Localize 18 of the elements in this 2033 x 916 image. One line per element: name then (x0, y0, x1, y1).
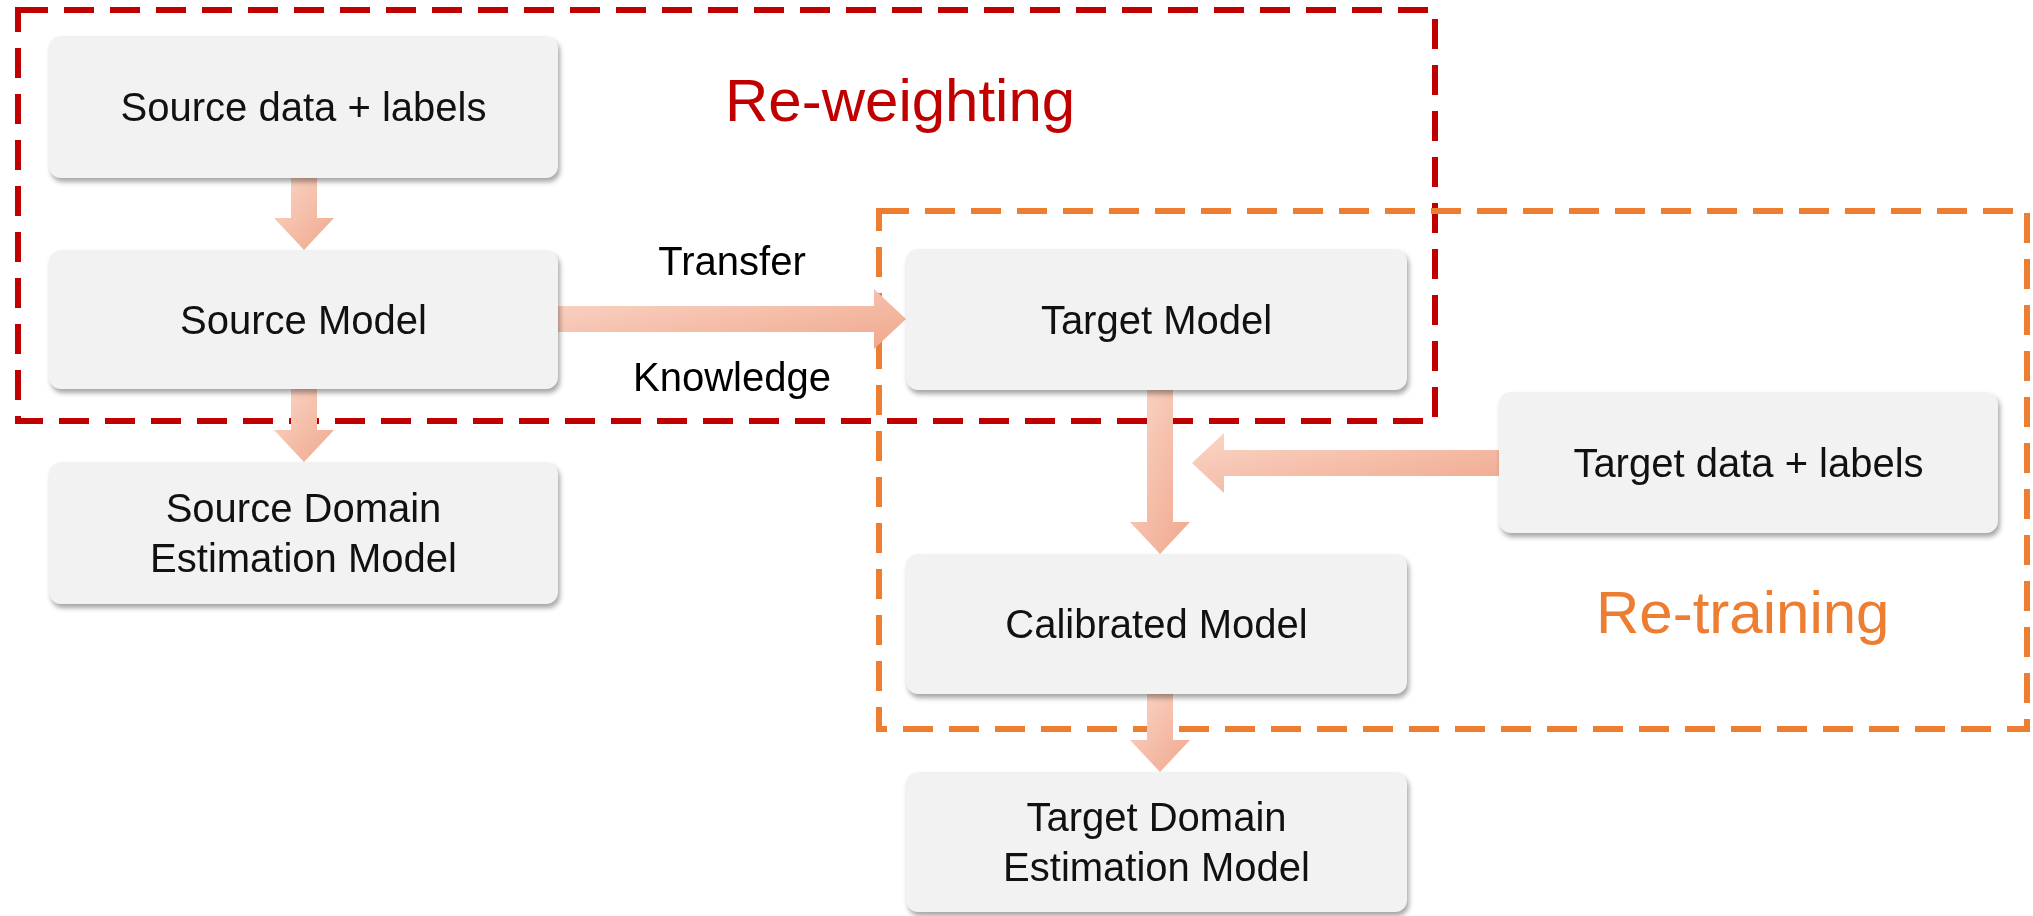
group-title: Re-training (1596, 578, 1890, 647)
block-arrow (274, 178, 334, 250)
process-box: Target data + labels (1499, 392, 1998, 533)
process-box: Target Domain Estimation Model (906, 772, 1407, 912)
dashed-group-frame (879, 211, 2027, 729)
block-arrow (274, 389, 334, 462)
block-arrow (1130, 694, 1190, 772)
process-box: Target Model (906, 249, 1407, 390)
block-arrow (1192, 433, 1499, 493)
process-box: Calibrated Model (906, 554, 1407, 694)
process-box: Source Model (49, 250, 558, 389)
block-arrow (1130, 390, 1190, 554)
edge-label: Transfer Knowledge (632, 238, 832, 401)
group-title: Re-weighting (725, 66, 1076, 135)
block-arrow (558, 289, 906, 349)
process-box: Source data + labels (49, 36, 558, 178)
process-box: Source Domain Estimation Model (49, 462, 558, 604)
dashed-group-frame (18, 10, 1435, 421)
